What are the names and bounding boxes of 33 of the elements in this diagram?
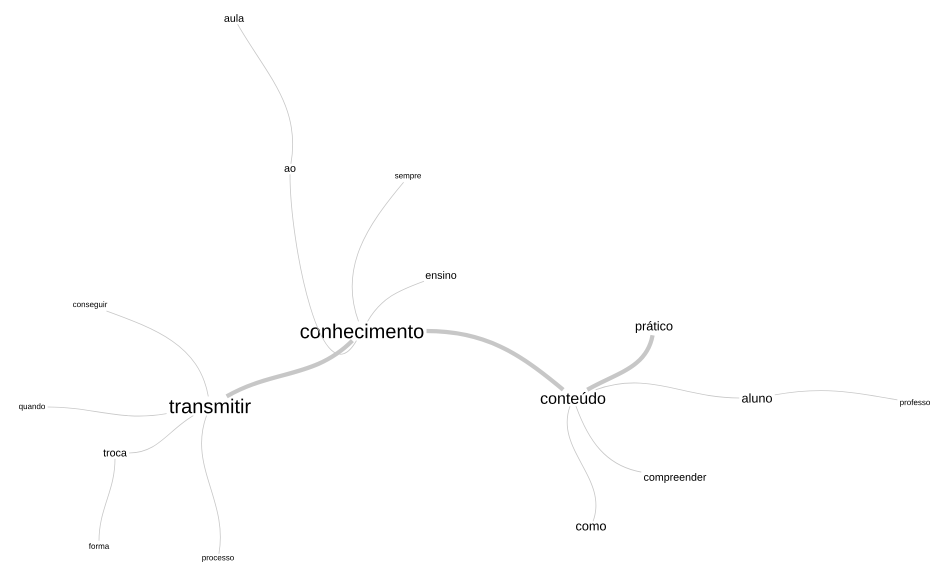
connector-line [566, 406, 596, 522]
connector-line [426, 328, 565, 392]
word-label: processo [202, 556, 234, 562]
connector-line [367, 280, 424, 322]
word-label: como [576, 524, 606, 530]
connector-line [352, 182, 404, 322]
connector-line [106, 310, 209, 397]
keyword: transmitir [169, 398, 251, 414]
word-label: professo [900, 399, 930, 407]
connector-line [128, 415, 194, 454]
word-label: sempre [394, 174, 421, 180]
connector-line [576, 406, 642, 472]
connector-line [226, 339, 354, 398]
connector-line [237, 24, 293, 164]
connector-line [290, 174, 357, 355]
keyword: conhecimento [300, 324, 424, 338]
connector-line [98, 458, 116, 542]
connector-line [201, 415, 221, 554]
word-label: aula [224, 14, 244, 22]
word-label: ensino [426, 271, 456, 279]
word-label: aluno [742, 393, 772, 403]
word-label: conseguir [73, 301, 108, 309]
keyword: conteúdo [540, 392, 606, 404]
word-label: quando [19, 403, 46, 411]
connector-line [595, 382, 740, 398]
word-label: prático [636, 321, 672, 333]
word-label: compreender [644, 473, 706, 483]
connector-line [774, 390, 898, 400]
connector-line [586, 334, 655, 392]
word-label: troca [103, 450, 127, 456]
connector-line [47, 406, 168, 416]
word-label: forma [88, 543, 110, 549]
word-label: ao [284, 166, 296, 172]
